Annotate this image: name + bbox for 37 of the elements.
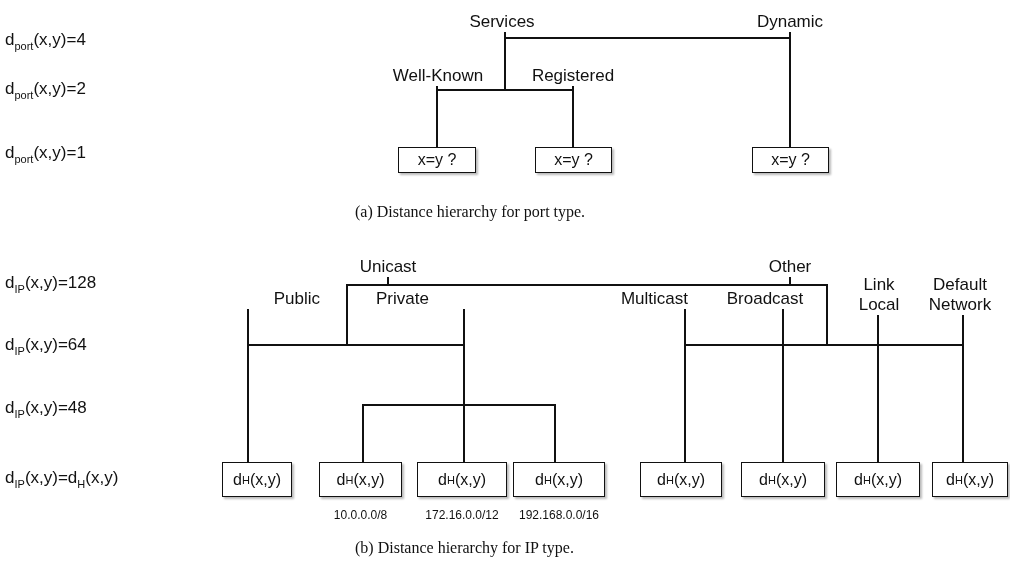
address-range-label: 192.168.0.0/16 xyxy=(517,508,601,522)
tree-connector xyxy=(247,308,249,463)
caption: (b) Distance hierarchy for IP type. xyxy=(355,539,574,557)
level-label: d$_{port}$(x,y)=2 xyxy=(5,79,86,99)
branch-label: Default Network xyxy=(910,275,1010,315)
branch-label: Unicast xyxy=(348,257,428,277)
branch-label: Dynamic xyxy=(752,12,828,32)
tree-connector xyxy=(463,308,556,463)
branch-label: Other xyxy=(750,257,830,277)
caption: (a) Distance hierarchy for port type. xyxy=(355,203,586,221)
tree-connector xyxy=(877,314,879,463)
address-range-label: 10.0.0.0/8 xyxy=(332,508,389,522)
level-label: d$_{IP}$(x,y)=48 xyxy=(5,398,87,418)
level-label: d$_{IP}$(x,y)=d$_{H}$(x,y) xyxy=(5,468,119,488)
tree-connector xyxy=(782,308,784,463)
level-label: d$_{IP}$(x,y)=64 xyxy=(5,335,87,355)
branch-label: Link Local xyxy=(850,275,908,315)
tree-connector xyxy=(684,308,686,463)
tree-connector xyxy=(436,85,438,148)
level-label: d$_{port}$(x,y)=1 xyxy=(5,143,86,163)
branch-label: Broadcast xyxy=(708,289,822,309)
level-label: d$_{port}$(x,y)=4 xyxy=(5,30,86,50)
address-range-label: 172.16.0.0/12 xyxy=(424,508,500,522)
level-label: d$_{IP}$(x,y)=128 xyxy=(5,273,97,293)
branch-label: Registered xyxy=(526,66,620,86)
branch-label: Public xyxy=(244,289,320,309)
branch-label: Services xyxy=(462,12,542,32)
distance-box: x=y ? xyxy=(398,147,476,173)
distance-box: x=y ? xyxy=(752,147,829,173)
tree-connector xyxy=(789,31,791,148)
branch-label: Well-Known xyxy=(388,66,488,86)
tree-connector xyxy=(962,314,964,463)
tree-connector xyxy=(572,85,574,148)
distance-box: x=y ? xyxy=(535,147,612,173)
branch-label: Multicast xyxy=(604,289,688,309)
tree-connector xyxy=(504,31,574,91)
branch-label: Private xyxy=(376,289,468,309)
